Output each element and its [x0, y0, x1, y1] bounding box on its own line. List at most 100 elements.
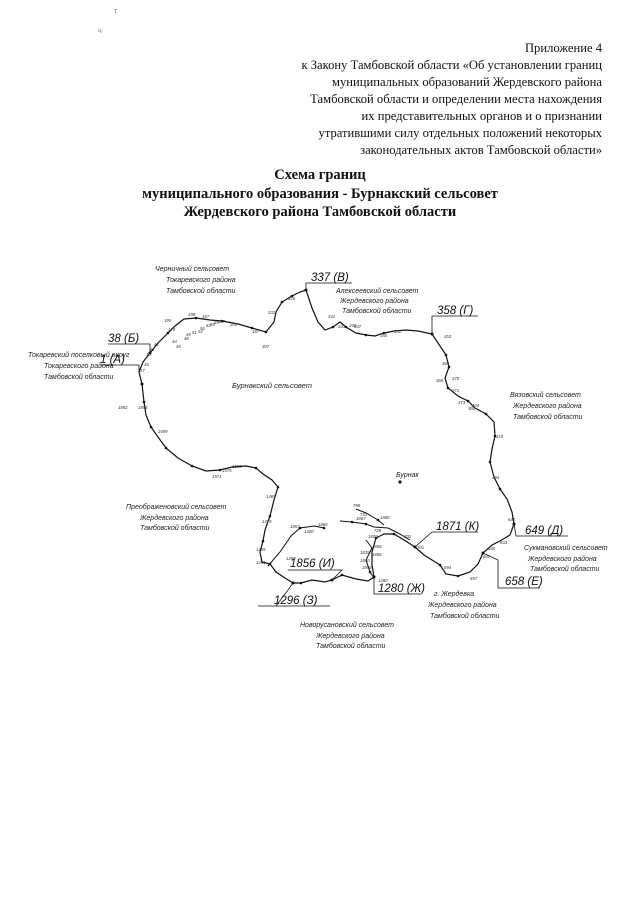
point-number-label: 380 — [468, 406, 476, 411]
neighbor-preobrazhenovsky-line-2: Жердевского района — [139, 514, 209, 522]
point-number-label: 415 — [496, 434, 504, 439]
point-number-label: 54 — [198, 329, 203, 334]
node-label-1871: 1871 (К) — [436, 521, 479, 533]
inner-boundary-4 — [365, 539, 375, 579]
point-number-label: 657 — [470, 576, 478, 581]
neighbor-tokarevsky-line-1: Токаревский поселковый округ — [28, 351, 130, 359]
point-number-label: 347 — [354, 324, 362, 329]
appendix-line-1: Приложение 4 — [524, 41, 602, 55]
point-number-label: 350 — [380, 333, 388, 338]
point-number-label: 788 — [353, 503, 361, 508]
inner-boundary-3 — [355, 508, 385, 526]
point-number-label: 170 — [168, 327, 176, 332]
point-number-label: 404 — [472, 403, 480, 408]
point-number-label: 1461 — [256, 560, 266, 565]
neighbor-preobrazhenovsky-line-3: Тамбовской области — [140, 524, 210, 532]
point-number-label: 702 — [404, 534, 412, 539]
neighbor-sukmanovsky: Сукмановский сельсовет Жердевского район… — [524, 544, 608, 573]
point-number-label: 1571 — [212, 474, 222, 479]
neighbor-novorusanovsky-line-3: Тамбовской области — [316, 642, 386, 650]
point-number-label: 85 — [210, 322, 215, 327]
point-number-label: 307 — [262, 344, 270, 349]
point-number-label: 728 — [374, 528, 382, 533]
scan-mark-1: т — [114, 8, 118, 15]
neighbor-vyazovsky-line-2: Жердевского района — [512, 402, 582, 410]
neighbor-tokarevsky-line-3: Тамбовской области — [44, 373, 114, 381]
point-number-label: 1585 — [232, 464, 242, 469]
point-number-label: 89 — [214, 320, 219, 325]
point-number-label: 187 — [252, 329, 260, 334]
point-number-label: 353 — [444, 334, 452, 339]
node-label-658: 658 (Е) — [505, 576, 543, 588]
point-number-label: 371 — [452, 388, 460, 393]
title-line-2: муниципального образования - Бурнакский … — [142, 185, 498, 202]
point-number-label: 641 — [483, 554, 491, 559]
neighbor-preobrazhenovsky: Преображеновский сельсовет Жердевского р… — [126, 503, 226, 532]
node-label-358: 358 (Г) — [437, 305, 473, 317]
point-number-label: 1455 — [256, 547, 266, 552]
node-label-1280: 1280 (Ж) — [378, 583, 425, 595]
neighbor-tokarevsky-line-2: Токаревского района — [44, 362, 114, 370]
neighbor-novorusanovsky: Новорусановский сельсовет Жердевского ра… — [300, 621, 394, 650]
neighbor-sukmanovsky-line-1: Сукмановский сельсовет — [524, 544, 608, 552]
point-number-label: 346 — [349, 323, 357, 328]
node-label-1: 1 (А) — [100, 354, 125, 366]
point-number-label: 731 — [360, 512, 368, 517]
point-number-label: 17 — [140, 368, 145, 373]
node-label-38: 38 (Б) — [108, 333, 139, 345]
point-number-label: 198 — [188, 312, 196, 317]
point-number-label: 341 — [328, 314, 336, 319]
neighbor-alekseevsky-line-1: Алексеевский сельсовет — [335, 287, 419, 295]
point-number-label: 49 — [186, 332, 191, 337]
point-number-label: 1866 — [318, 522, 328, 527]
point-number-label: 1880 — [380, 515, 390, 520]
point-number-label: 484 — [492, 475, 500, 480]
point-number-label: 1856 — [362, 565, 372, 570]
appendix-line-2: к Закону Тамбовской области «Об установл… — [301, 58, 602, 72]
point-number-label: 51 — [192, 330, 197, 335]
point-number-label: 1475 — [262, 519, 272, 524]
neighbor-alekseevsky-line-3: Тамбовской области — [342, 307, 412, 315]
point-number-label: 1896 — [138, 405, 148, 410]
appendix-line-6: утратившими силу отдельных положений нек… — [318, 126, 602, 140]
boundary-line — [138, 289, 515, 584]
point-number-label: 1280 — [378, 578, 388, 583]
title-line-3: Жердевского района Тамбовской области — [183, 204, 457, 220]
neighbor-alekseevsky: Алексеевский сельсовет Жердевского район… — [335, 287, 419, 315]
point-number-label: 48 — [184, 336, 189, 341]
neighbor-preobrazhenovsky-line-1: Преображеновский сельсовет — [126, 503, 226, 511]
neighbor-novorusanovsky-line-2: Жердевского района — [315, 632, 385, 640]
point-number-label: 167 — [202, 314, 210, 319]
neighbor-sukmanovsky-line-3: Тамбовской области — [530, 565, 600, 573]
neighbor-vyazovsky-line-3: Тамбовской области — [513, 413, 583, 421]
point-number-label: 642 — [508, 517, 516, 522]
point-number-label: 1806 — [372, 552, 382, 557]
point-number-label: 1809 — [368, 534, 378, 539]
point-number-label: 343 — [338, 324, 346, 329]
point-number-label: 694 — [444, 565, 452, 570]
appendix-line-4: Тамбовской области и определении места н… — [310, 92, 602, 106]
neighbor-chernichny-line-3: Тамбовской области — [166, 287, 236, 295]
point-number-label: 18 — [146, 352, 151, 357]
appendix-line-3: муниципальных образований Жердевского ра… — [331, 75, 602, 89]
point-number-label: 41 — [150, 347, 155, 352]
point-number-label: 42 — [154, 342, 159, 347]
appendix-line-7: законодательных актов Тамбовской области… — [360, 143, 602, 157]
boundary-vertices — [140, 288, 516, 585]
point-number-label: 1835 — [360, 550, 370, 555]
point-number-label: 45 — [176, 344, 181, 349]
map-title: Схема границ муниципального образования … — [0, 166, 640, 222]
point-number-label: 351 — [394, 329, 402, 334]
point-number-label: 332 — [268, 310, 276, 315]
point-number-label: 633 — [500, 540, 508, 545]
point-number-label: 373 — [458, 400, 466, 405]
village-label: Бурнак — [396, 472, 420, 479]
inner-boundary-1 — [267, 525, 325, 567]
point-number-label: 44 — [172, 339, 177, 344]
neighbor-tokarevsky: Токаревский поселковый округ Токаревског… — [28, 351, 130, 381]
point-number-label: 1465 — [266, 494, 276, 499]
scan-mark-2: ч — [98, 28, 102, 35]
point-number-label: 1699 — [158, 429, 168, 434]
